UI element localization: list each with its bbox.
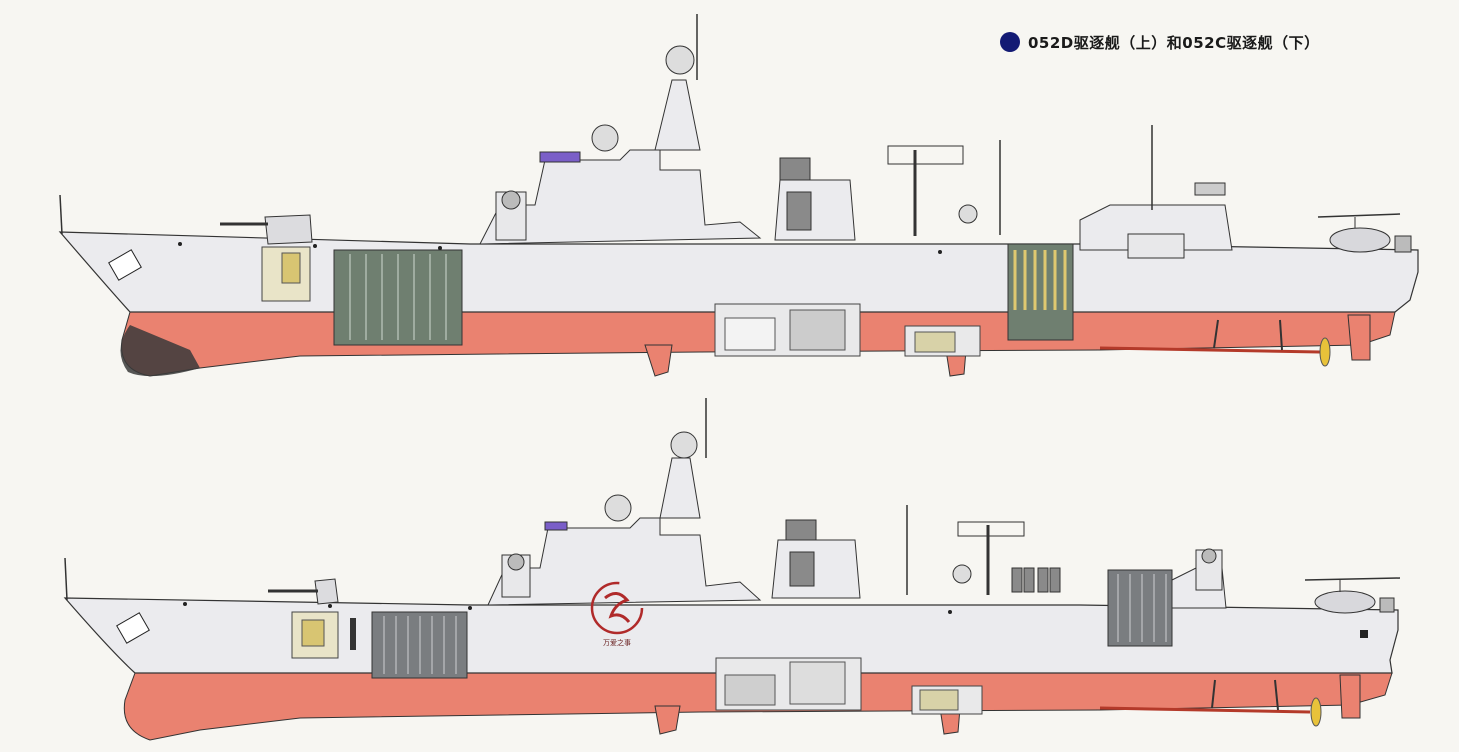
watermark-seal: 万爱之事 [587, 580, 647, 652]
prop-shaft [1099, 706, 1311, 714]
aft-vls-cells [1107, 569, 1173, 647]
propeller-icon [1310, 697, 1322, 727]
helicopter-icon [1304, 577, 1401, 614]
jackstaff [59, 194, 63, 235]
jackstaff [64, 557, 68, 601]
watermark-text: 万爱之事 [603, 639, 631, 647]
missile-canisters [1011, 567, 1061, 593]
ship-052c-profile [63, 398, 1401, 741]
stern-hatch [1360, 630, 1368, 638]
prop-shaft [1099, 346, 1321, 354]
mid-radome-icon [952, 564, 972, 584]
skeg [1339, 674, 1361, 719]
caption-text: 052D驱逐舰（上）和052C驱逐舰（下） [1028, 33, 1320, 52]
bow-bulb [120, 325, 200, 377]
strut-2 [1279, 319, 1283, 351]
main-mast [659, 457, 701, 519]
aft-radar [1194, 182, 1226, 196]
ship-052d-profile [58, 14, 1419, 377]
fire-control-radome-icon [604, 494, 632, 522]
bridge-windows [539, 151, 581, 163]
hangar [1079, 204, 1233, 251]
figure-caption: 052D驱逐舰（上）和052C驱逐舰（下） [1000, 30, 1320, 54]
funnel-top [785, 519, 817, 541]
caption-marker-icon [1000, 32, 1020, 52]
mid-radome-icon [958, 204, 978, 224]
propeller-icon [1319, 337, 1331, 367]
watermark-logo-icon [590, 581, 644, 635]
anchor-icon [116, 612, 150, 644]
funnel-top [779, 157, 811, 181]
mid-radar-array [887, 145, 964, 165]
mast-radome-icon [665, 45, 695, 75]
strut-1 [1213, 319, 1219, 349]
skeg [1347, 314, 1371, 361]
mid-radar-array [957, 521, 1025, 537]
sonar-fin-1 [654, 705, 681, 735]
helicopter-icon [1317, 213, 1412, 253]
bridge-windows [544, 521, 568, 531]
sonar-fin-1 [644, 344, 673, 377]
fire-control-radome-icon [591, 124, 619, 152]
main-mast [654, 79, 701, 151]
mast-radome-icon [670, 431, 698, 459]
boat-bay [1127, 233, 1185, 259]
main-gun-turret [264, 214, 313, 245]
main-gun-turret [314, 578, 339, 605]
aft-vls-cells [1007, 243, 1074, 341]
funnel [771, 539, 861, 599]
anchor-icon [108, 249, 142, 281]
